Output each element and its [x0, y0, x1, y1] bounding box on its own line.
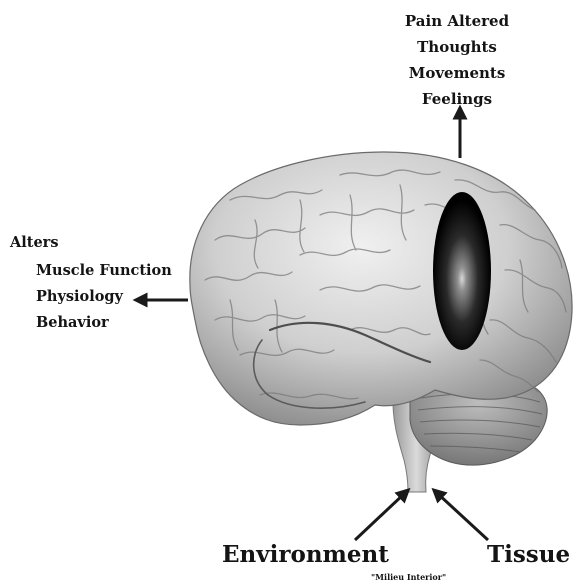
top-label-line-4: Feelings [422, 92, 492, 107]
tissue-arrow [437, 493, 488, 540]
top-label-line-1: Pain Altered [405, 14, 509, 29]
top-label-line-3: Movements [409, 66, 506, 81]
milieu-label: "Milieu Interior" [371, 573, 446, 581]
tissue-label: Tissue [487, 543, 570, 566]
left-label-line-1: Alters [10, 236, 58, 251]
left-label-line-2: Muscle Function [36, 264, 172, 279]
cerebrum [190, 152, 572, 425]
pain-focus-oval [433, 192, 491, 350]
top-label-line-2: Thoughts [417, 40, 497, 55]
left-label-line-4: Behavior [36, 316, 109, 331]
environment-arrow [355, 493, 405, 540]
left-label-line-3: Physiology [36, 290, 123, 305]
environment-label: Environment [222, 543, 389, 566]
